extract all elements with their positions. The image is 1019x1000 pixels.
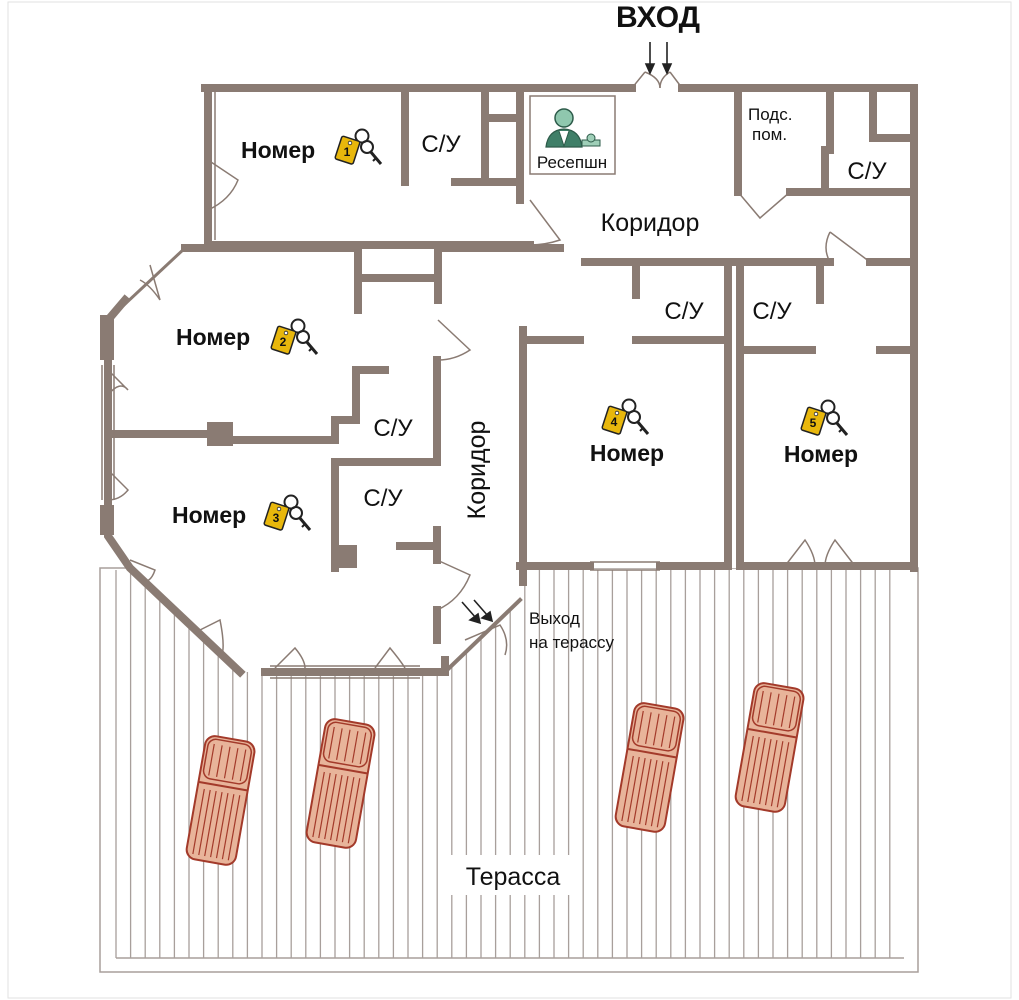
terrace-exit-label: на терассу — [529, 633, 615, 652]
svg-text:5: 5 — [810, 416, 817, 430]
sunbed-icon — [184, 733, 258, 868]
key-icon: 2 — [269, 318, 319, 357]
svg-text:1: 1 — [344, 145, 351, 159]
key-icon: 1 — [333, 128, 383, 167]
svg-text:4: 4 — [611, 415, 618, 429]
key-icon: 5 — [799, 399, 849, 438]
room-label: Номер — [176, 324, 250, 350]
reception-label: Ресепшн — [537, 153, 607, 172]
terrace-label: Терасса — [466, 863, 561, 891]
bathroom-label: С/У — [752, 298, 792, 325]
room-2: Номер 2 — [176, 318, 319, 357]
bathroom-label: С/У — [664, 298, 704, 325]
column-block — [100, 315, 114, 360]
key-icon: 4 — [600, 398, 650, 437]
room-label: Номер — [241, 137, 315, 163]
room-3: Номер 3 — [172, 494, 312, 533]
sunbed-icon — [733, 680, 807, 815]
key-icon: 3 — [262, 494, 312, 533]
room-1: Номер 1 — [241, 128, 383, 167]
receptionist-icon — [545, 108, 601, 148]
walls — [104, 84, 918, 678]
reception-desk: Ресепшн — [529, 95, 616, 175]
sunbed-icon — [304, 716, 378, 851]
utility-room-label: Подс. — [748, 105, 792, 124]
arrow-down-icon — [644, 42, 673, 75]
bathroom-label: С/У — [847, 158, 887, 185]
svg-text:2: 2 — [280, 335, 287, 349]
bathroom-label: С/У — [373, 415, 413, 442]
corridor-label: Коридор — [601, 209, 700, 237]
room-label: Номер — [172, 502, 246, 528]
corridor-label: Коридор — [463, 421, 491, 520]
room-4: 4 Номер — [590, 398, 664, 466]
terrace-exit-label: Выход — [529, 609, 580, 628]
column-block — [100, 505, 114, 535]
room-label: Номер — [784, 441, 858, 467]
arrow-down-icon — [461, 599, 494, 625]
bathroom-label: С/У — [363, 485, 403, 512]
column-block — [207, 422, 233, 446]
svg-text:3: 3 — [273, 511, 280, 525]
column-block — [333, 545, 357, 568]
bathroom-label: С/У — [421, 131, 461, 158]
utility-room-label: пом. — [752, 125, 787, 144]
entrance-label: ВХОД — [616, 1, 700, 34]
door-swings — [107, 71, 871, 669]
sunbed-icon — [613, 700, 687, 835]
room-5: 5 Номер — [784, 399, 858, 467]
room-label: Номер — [590, 440, 664, 466]
